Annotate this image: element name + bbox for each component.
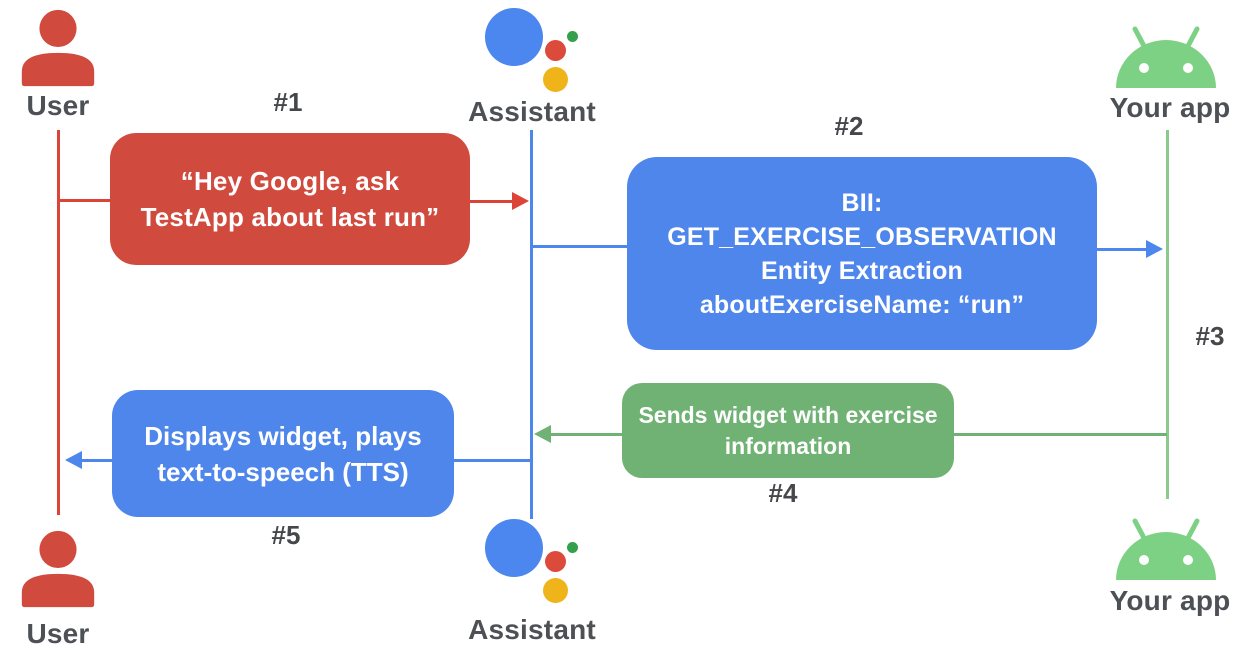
- android-icon: [1108, 24, 1224, 95]
- step-label-3: #3: [1195, 321, 1225, 351]
- google-assistant-icon: [483, 517, 585, 607]
- message2-line4: aboutExerciseName: “run”: [699, 290, 1025, 319]
- message1-line1: “Hey Google, ask: [180, 166, 400, 196]
- actor-label-assistant-top: Assistant: [468, 96, 596, 127]
- message2-line1: BII:: [841, 188, 883, 217]
- step-label-5: #5: [271, 520, 301, 550]
- user-lifeline: [57, 130, 60, 515]
- message5-line2: text-to-speech (TTS): [157, 456, 409, 487]
- assistant-red-dot: [545, 40, 566, 61]
- actor-label-assistant-bottom: Assistant: [468, 614, 596, 645]
- assistant-green-dot: [567, 31, 578, 42]
- message1-box: “Hey Google, ask TestApp about last run”: [110, 133, 470, 265]
- message5-arrowhead-icon: [65, 451, 82, 469]
- google-assistant-icon: [483, 6, 585, 96]
- android-icon: [1108, 516, 1224, 587]
- message2-tail-line: [532, 245, 627, 248]
- message1-arrow-line: [469, 200, 515, 203]
- assistant-lifeline: [530, 130, 533, 519]
- assistant-red-dot: [545, 551, 566, 572]
- actor-label-app-top: Your app: [1109, 92, 1231, 123]
- message2-line2: GET_EXERCISE_OBSERVATION: [667, 222, 1057, 251]
- assistant-blue-dot: [485, 519, 543, 577]
- message4-line2: information: [724, 432, 852, 459]
- message4-tail-line: [952, 433, 1167, 436]
- actor-label-app-bottom: Your app: [1109, 585, 1231, 616]
- step-label-2: #2: [834, 111, 864, 141]
- message4-arrowhead-icon: [534, 425, 551, 443]
- message4-line1: Sends widget with exercise: [638, 401, 938, 428]
- person-icon: [14, 530, 102, 615]
- message5-tail-line: [453, 459, 531, 462]
- message5-arrow-line: [81, 459, 113, 462]
- message2-arrowhead-icon: [1146, 240, 1163, 258]
- message1-line2: TestApp about last run”: [140, 202, 440, 232]
- step-label-4: #4: [768, 478, 798, 508]
- message2-line3: Entity Extraction: [760, 256, 964, 285]
- message5-box: Displays widget, plays text-to-speech (T…: [112, 390, 454, 517]
- app-lifeline: [1166, 130, 1169, 499]
- message4-arrow-line: [550, 433, 623, 436]
- message1-tail-line: [57, 199, 110, 202]
- person-icon: [14, 9, 102, 94]
- assistant-yellow-dot: [543, 67, 568, 92]
- message2-box: BII: GET_EXERCISE_OBSERVATION Entity Ext…: [627, 157, 1097, 350]
- assistant-blue-dot: [485, 8, 543, 66]
- message5-line1: Displays widget, plays: [144, 420, 422, 451]
- message4-box: Sends widget with exercise information: [622, 383, 954, 478]
- actor-label-user-top: User: [26, 90, 90, 121]
- actor-label-user-bottom: User: [26, 618, 90, 649]
- assistant-yellow-dot: [543, 578, 568, 603]
- message2-arrow-line: [1096, 248, 1148, 251]
- assistant-green-dot: [567, 542, 578, 553]
- step-label-1: #1: [273, 87, 303, 117]
- message1-arrowhead-icon: [512, 192, 529, 210]
